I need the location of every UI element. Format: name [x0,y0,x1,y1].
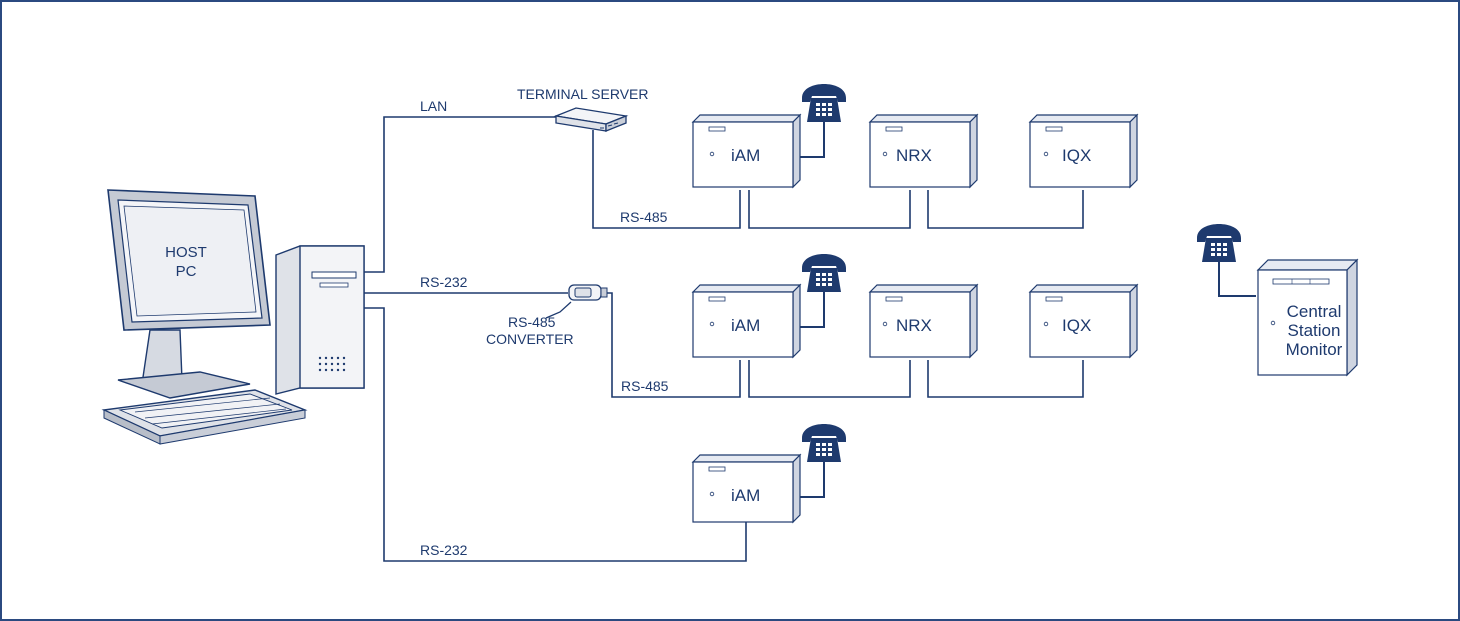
panel-label: NRX [896,146,932,165]
panel-nrx-1: NRX [868,113,979,189]
panel-iam-1: iAM [691,113,802,189]
panel-iam-3: iAM [691,453,802,524]
lan-label: LAN [420,98,447,114]
chain-nrx-iqx-2 [927,360,1084,398]
telephones [802,84,1241,462]
rs485-line-mid [606,292,741,398]
converter-label-line1: RS-485 [508,314,556,330]
panel-label: IQX [1062,146,1091,165]
rs485-label-top: RS-485 [620,209,668,225]
connection-lines [364,116,1084,562]
host-label-line1: HOST [165,244,207,261]
converter-label-line2: CONVERTER [486,331,574,347]
phone-cords [793,118,1256,498]
panel-row-1: iAM NRX IQX [691,113,1139,189]
phone-cord-2 [793,288,825,328]
rs232-label-bottom: RS-232 [420,542,468,558]
panel-iqx-2: IQX [1028,283,1139,359]
panel-label: iAM [731,486,760,505]
lan-line [364,116,556,273]
rs485-line-top [592,130,741,229]
central-station-label-line2: Station [1288,321,1341,340]
panel-label: iAM [731,316,760,335]
panel-label: NRX [896,316,932,335]
host-label-line2: PC [176,263,197,280]
chain-nrx-iqx-1 [927,190,1084,229]
panel-nrx-2: NRX [868,283,979,359]
rs232-line-bottom [364,307,747,562]
panel-iam-2: iAM [691,283,802,359]
central-station-label-line1: Central [1287,302,1342,321]
telephone-icon [802,424,846,462]
converter-pointer [545,301,572,319]
chain-iam-nrx-1 [748,190,911,229]
phone-cord-cs [1218,258,1256,297]
rs232-label-mid: RS-232 [420,274,468,290]
panel-label: IQX [1062,316,1091,335]
phone-cord-1 [793,118,825,158]
terminal-server: TERMINAL SERVER [517,86,648,132]
rs485-converter-icon [568,284,608,301]
central-station-monitor: Central Station Monitor [1256,258,1359,377]
rs485-converter: RS-485 CONVERTER [486,284,608,347]
rs485-label-mid: RS-485 [621,378,669,394]
panel-iqx-1: IQX [1028,113,1139,189]
panel-row-2: iAM NRX IQX [691,283,1139,359]
panel-label: iAM [731,146,760,165]
terminal-server-icon [553,107,629,132]
phone-cord-3 [793,458,825,498]
telephone-icon [802,254,846,292]
panel-row-3: iAM [691,453,802,524]
chain-iam-nrx-2 [748,360,911,398]
terminal-server-label: TERMINAL SERVER [517,86,648,102]
telephone-icon [1197,224,1241,262]
desktop-computer-icon [101,189,365,445]
telephone-icon [802,84,846,122]
host-pc: HOST PC [101,189,365,445]
central-station-label-line3: Monitor [1286,340,1343,359]
